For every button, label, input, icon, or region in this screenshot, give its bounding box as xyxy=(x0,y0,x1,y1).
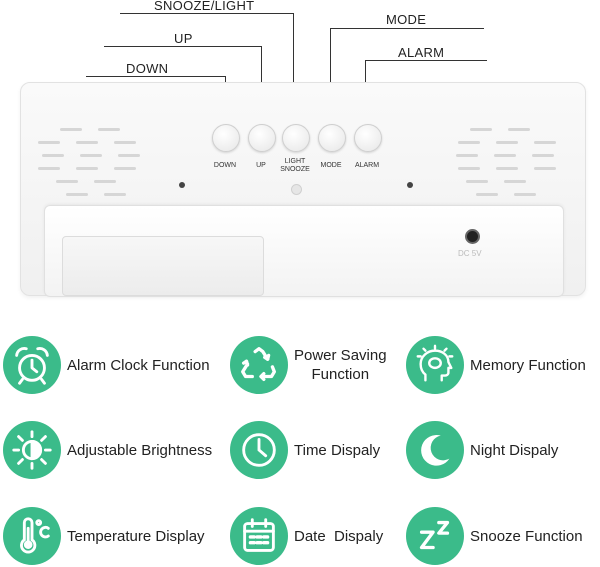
feature-label: Adjustable Brightness xyxy=(67,441,213,459)
vent xyxy=(98,128,120,131)
brain-head-icon xyxy=(406,336,464,394)
mode-button-label: MODE xyxy=(320,162,342,169)
dc-input-label: DC 5V xyxy=(458,249,482,258)
leader-mode-h xyxy=(330,28,484,29)
vent xyxy=(76,167,98,170)
vent xyxy=(76,141,98,144)
light-snooze-button[interactable] xyxy=(282,124,310,152)
feature-label: Night Dispaly xyxy=(470,441,559,459)
callout-alarm: ALARM xyxy=(398,45,445,60)
light-snooze-button-label: LIGHT SNOOZE xyxy=(280,158,310,173)
feature-label: Snooze Function xyxy=(470,527,583,545)
vent xyxy=(38,167,60,170)
vent xyxy=(534,167,556,170)
vent xyxy=(494,154,516,157)
vent xyxy=(456,154,478,157)
vent xyxy=(496,167,518,170)
feature-label: Power Saving Function xyxy=(294,347,387,383)
sun-brightness-icon xyxy=(3,421,61,479)
up-button-label: UP xyxy=(256,162,266,169)
screw-hole-right xyxy=(407,182,413,188)
recycle-icon xyxy=(230,336,288,394)
feature-power-saving: Power Saving Function xyxy=(230,336,387,394)
clock-icon xyxy=(230,421,288,479)
vent xyxy=(94,180,116,183)
vent xyxy=(470,128,492,131)
vent xyxy=(458,141,480,144)
vent xyxy=(504,180,526,183)
snooze-zz-icon xyxy=(406,507,464,565)
callout-up: UP xyxy=(174,31,193,46)
calendar-icon xyxy=(230,507,288,565)
reset-pinhole xyxy=(291,184,302,195)
vent xyxy=(496,141,518,144)
alarm-button-label: ALARM xyxy=(354,162,380,169)
vent xyxy=(38,141,60,144)
leader-up-v xyxy=(261,46,262,115)
vent xyxy=(532,154,554,157)
feature-alarm-clock: Alarm Clock Function xyxy=(3,336,210,394)
vent xyxy=(104,193,126,196)
feature-label: Alarm Clock Function xyxy=(67,356,210,374)
feature-date-display: Date Dispaly xyxy=(230,507,383,565)
leader-alarm-h xyxy=(365,60,487,61)
leader-down-h xyxy=(86,76,225,77)
vent xyxy=(56,180,78,183)
vent xyxy=(80,154,102,157)
vent xyxy=(514,193,536,196)
vent xyxy=(534,141,556,144)
alarm-button[interactable] xyxy=(354,124,382,152)
leader-snooze-h xyxy=(120,13,293,14)
feature-label: Time Dispaly xyxy=(294,441,381,459)
vent xyxy=(466,180,488,183)
vent xyxy=(60,128,82,131)
vent xyxy=(508,128,530,131)
feature-memory: Memory Function xyxy=(406,336,586,394)
feature-label: Date Dispaly xyxy=(294,527,384,545)
feature-time-display: Time Dispaly xyxy=(230,421,380,479)
feature-label: Temperature Display xyxy=(67,527,205,545)
vent xyxy=(118,154,140,157)
vent xyxy=(114,141,136,144)
feature-label: Memory Function xyxy=(470,356,586,374)
vent xyxy=(42,154,64,157)
vent xyxy=(476,193,498,196)
down-button[interactable] xyxy=(212,124,240,152)
callout-mode: MODE xyxy=(386,12,427,27)
feature-snooze: Snooze Function xyxy=(406,507,583,565)
callout-snooze-light: SNOOZE/LIGHT xyxy=(154,0,255,13)
leader-mode-v xyxy=(330,28,331,115)
leader-snooze-v xyxy=(293,13,294,115)
callout-down: DOWN xyxy=(126,61,169,76)
thermometer-icon xyxy=(3,507,61,565)
leader-up-h xyxy=(104,46,261,47)
down-button-label: DOWN xyxy=(213,162,237,169)
screw-hole-left xyxy=(179,182,185,188)
feature-brightness: Adjustable Brightness xyxy=(3,421,212,479)
vent xyxy=(458,167,480,170)
alarm-clock-icon xyxy=(3,336,61,394)
mode-button[interactable] xyxy=(318,124,346,152)
battery-cover xyxy=(62,236,264,296)
vent xyxy=(66,193,88,196)
feature-night-display: Night Dispaly xyxy=(406,421,558,479)
up-button[interactable] xyxy=(248,124,276,152)
moon-icon xyxy=(406,421,464,479)
feature-temperature: Temperature Display xyxy=(3,507,205,565)
vent xyxy=(114,167,136,170)
dc-power-jack[interactable] xyxy=(465,229,480,244)
